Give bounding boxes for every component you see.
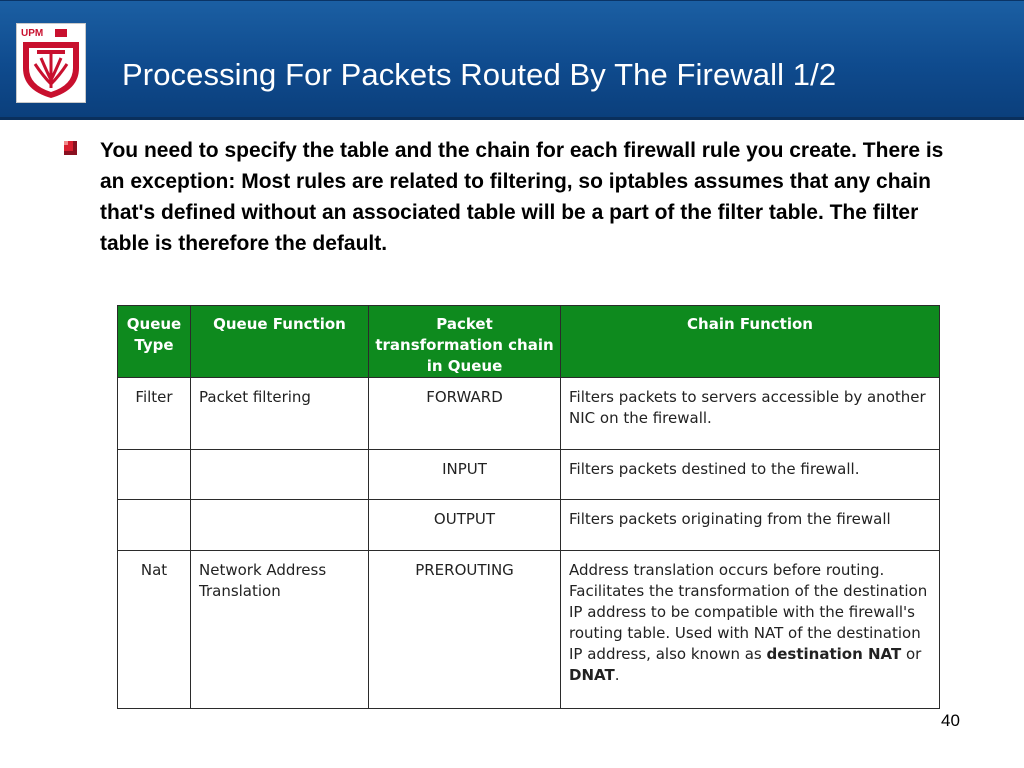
- chain-function-connector: or: [901, 644, 922, 663]
- cell-chain-function: Filters packets to servers accessible by…: [560, 377, 940, 450]
- upm-logo: UPM: [16, 23, 86, 103]
- cell-queue-type: Filter: [117, 377, 191, 450]
- cell-chain-function: Filters packets originating from the fir…: [560, 499, 940, 551]
- table-row: OUTPUT Filters packets originating from …: [117, 499, 940, 551]
- cell-chain-function: Filters packets destined to the firewall…: [560, 448, 940, 501]
- header-chain-function: Chain Function: [560, 305, 940, 378]
- slide-title: Processing For Packets Routed By The Fir…: [122, 57, 837, 92]
- cell-chain: INPUT: [368, 448, 561, 501]
- upm-crest-icon: UPM: [21, 28, 79, 98]
- cell-queue-type: [117, 448, 191, 501]
- cell-chain: FORWARD: [368, 377, 561, 450]
- header-queue-function: Queue Function: [190, 305, 369, 378]
- table-row: INPUT Filters packets destined to the fi…: [117, 448, 940, 501]
- chain-function-end: .: [614, 665, 620, 684]
- chain-function-text: Address translation occurs before routin…: [569, 560, 928, 663]
- square-bullet-icon: [64, 141, 77, 155]
- cell-queue-function: Packet filtering: [190, 377, 369, 450]
- cell-chain: PREROUTING: [368, 549, 561, 710]
- queue-chain-table: Queue Type Queue Function Packet transfo…: [117, 305, 940, 710]
- chain-function-bold-abbr: DNAT: [569, 665, 615, 684]
- table-row: Nat Network Address Translation PREROUTI…: [117, 549, 940, 710]
- cell-queue-function: [190, 448, 369, 501]
- table-row: Filter Packet filtering FORWARD Filters …: [117, 377, 940, 450]
- cell-chain-function: Address translation occurs before routin…: [560, 549, 940, 710]
- bullet-paragraph: You need to specify the table and the ch…: [100, 139, 944, 255]
- table-header-row: Queue Type Queue Function Packet transfo…: [117, 305, 940, 378]
- cell-chain: OUTPUT: [368, 499, 561, 551]
- cell-queue-function: [190, 499, 369, 551]
- cell-queue-type: Nat: [117, 549, 191, 710]
- header-queue-type: Queue Type: [117, 305, 191, 378]
- logo-text: UPM: [21, 28, 43, 39]
- cell-queue-type: [117, 499, 191, 551]
- page-number: 40: [941, 711, 960, 730]
- header-chain-in-queue: Packet transformation chain in Queue: [368, 305, 561, 378]
- slide-header: UPM Processing For Packets Routed By The…: [0, 0, 1024, 120]
- chain-function-bold-term: destination NAT: [766, 644, 902, 663]
- cell-queue-function: Network Address Translation: [190, 549, 369, 710]
